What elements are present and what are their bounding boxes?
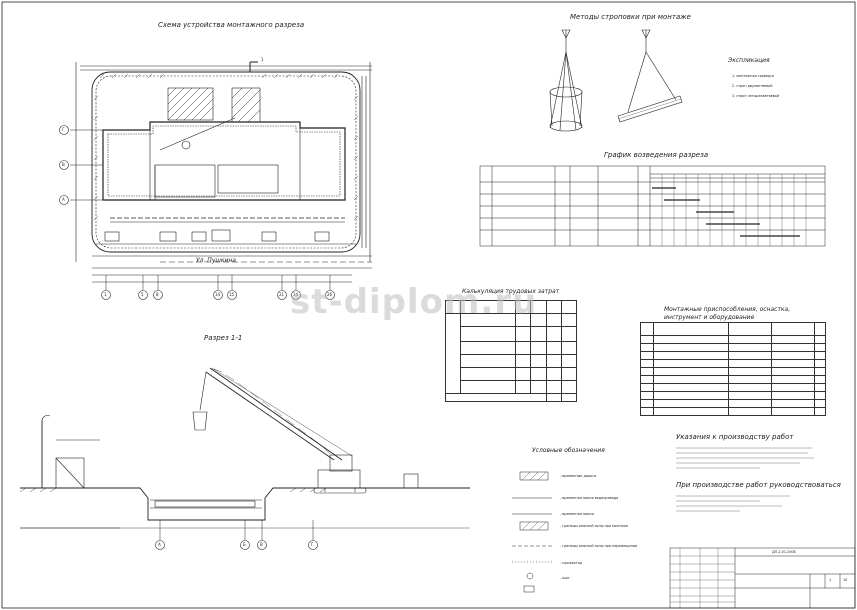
axis-row-g: Г bbox=[62, 127, 65, 132]
axis-col: 5 bbox=[141, 292, 144, 297]
axis-col: 14 bbox=[215, 292, 221, 297]
schedule-title: График возведения разреза bbox=[604, 151, 709, 159]
stamp-sheet: 1 bbox=[829, 578, 832, 582]
plan-title: Схема устройства монтажного разреза bbox=[158, 21, 305, 29]
axis-col: 26 bbox=[327, 292, 333, 297]
legend-item: - щит bbox=[560, 576, 570, 580]
stamp-code: ДП-2.01.2008 bbox=[772, 550, 796, 554]
legend-item: - границы опасной зоны при перемещении bbox=[560, 544, 638, 548]
explication-item: 3. строп четырехветвевой bbox=[732, 94, 780, 98]
methods-title: Методы строповки при монтаже bbox=[570, 13, 691, 21]
labor-table bbox=[445, 300, 578, 402]
explication-item: 2. строп двухветвевой bbox=[732, 84, 773, 88]
section-mark-label: 1 bbox=[261, 57, 264, 62]
section-axis: Г bbox=[311, 542, 314, 547]
crane bbox=[192, 367, 367, 494]
axis-col: 24 bbox=[293, 292, 299, 297]
axis-col: 1 bbox=[104, 292, 107, 297]
hatch-pattern bbox=[93, 73, 359, 221]
section-view bbox=[19, 367, 470, 550]
watermark: st-diplom.ru bbox=[290, 282, 538, 322]
axis-col: 21 bbox=[279, 292, 285, 297]
labor-title: Калькуляция трудовых затрат bbox=[462, 288, 560, 295]
axis-row-v: В bbox=[62, 162, 65, 167]
title-block bbox=[669, 547, 856, 609]
legend-item: - временная линия водопровода bbox=[560, 496, 619, 500]
legend-title: Условные обозначения bbox=[532, 447, 605, 454]
supervisor-title: При производстве работ руководствоваться bbox=[676, 481, 841, 489]
legend-item: - прожектор bbox=[560, 561, 583, 565]
machines-title: Монтажные приспособления, оснастка, инст… bbox=[664, 306, 791, 321]
legend-symbols bbox=[512, 471, 552, 593]
schedule-grid bbox=[479, 165, 826, 247]
street-label: Ул. Пушкина bbox=[196, 257, 236, 264]
legend-item: - временная линия bbox=[560, 512, 594, 516]
stamp-sheets: 10 bbox=[843, 578, 848, 582]
axis-row-a: А bbox=[62, 197, 65, 202]
explication-title: Экспликация bbox=[728, 57, 770, 64]
legend-item: - границы опасной зоны при монтаже bbox=[560, 524, 629, 528]
section-title: Разрез 1-1 bbox=[204, 334, 243, 342]
machines-table bbox=[640, 322, 826, 416]
section-axis: В bbox=[260, 542, 263, 547]
explication-item: 1. монтажная траверса bbox=[732, 74, 775, 78]
axis-col: 8 bbox=[156, 292, 159, 297]
section-axis: Б bbox=[243, 542, 246, 547]
instructions-title: Указания к производству работ bbox=[676, 433, 794, 441]
rigging-methods bbox=[549, 29, 683, 132]
site-plan bbox=[59, 61, 372, 300]
section-axis: А bbox=[158, 542, 161, 547]
axis-col: 15 bbox=[229, 292, 235, 297]
legend-item: - временные дороги bbox=[560, 474, 597, 478]
